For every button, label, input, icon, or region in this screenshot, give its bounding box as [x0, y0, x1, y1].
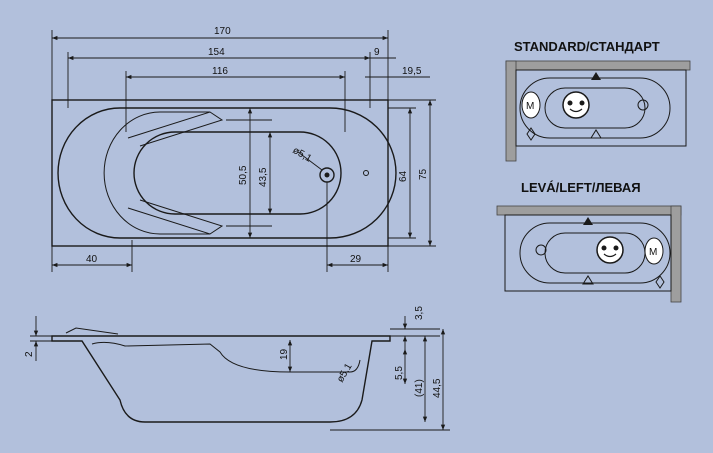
dim-depth-step: 19 — [279, 348, 290, 360]
tub-bottom — [133, 131, 342, 215]
dim-bottom-length: 116 — [212, 66, 228, 77]
standard-arrow-top-icon — [591, 72, 601, 80]
dim-inner-length: 154 — [208, 47, 225, 58]
top-view: 170 154 9 116 19,5 50,5 43,5 ø5,1 64 75 … — [51, 26, 436, 272]
dim-inner-width: 50,5 — [238, 165, 249, 185]
dim-bottom-width: 43,5 — [258, 167, 269, 187]
dim-rim: 2 — [24, 351, 35, 357]
dim-overflow-diameter: ø5,1 — [335, 361, 355, 384]
tub-profile-inner — [91, 341, 361, 373]
overflow-icon — [363, 170, 369, 176]
standard-wall-top — [505, 60, 691, 71]
left-headrest-icon — [644, 237, 664, 265]
dim-drain-offset: 19,5 — [402, 66, 422, 77]
standard-tub-bottom — [544, 87, 646, 129]
standard-headrest-icon — [521, 91, 541, 119]
dim-overall-width: 75 — [418, 168, 429, 180]
dim-inner-width-total: 64 — [398, 170, 409, 182]
side-view: 19 ø5,1 2 3,5 5,5 (41) 44,5 — [24, 306, 450, 431]
standard-corner-icon — [526, 127, 536, 141]
dim-right-offset: 29 — [350, 254, 362, 265]
standard-drain-icon — [637, 99, 649, 111]
tub-backrest — [103, 111, 210, 235]
left-title: LEVÁ/LEFT/ЛЕВАЯ — [521, 180, 641, 195]
drain-center-icon — [324, 172, 330, 178]
standard-arrow-bottom-icon — [590, 129, 602, 139]
armrest-bottom — [127, 199, 224, 235]
left-corner-icon — [655, 275, 665, 289]
tub-profile-backrest — [65, 327, 119, 335]
left-wall-right — [670, 205, 682, 303]
dim-left-offset: 40 — [86, 254, 98, 265]
left-wall-top — [496, 205, 682, 216]
dim-drain-diameter: ø5,1 — [291, 145, 314, 165]
standard-wall-left — [505, 60, 517, 162]
left-tub-inner — [519, 222, 671, 284]
left-arrow-bottom-icon — [582, 275, 594, 285]
dim-inner-depth: (41) — [414, 379, 425, 397]
left-marker: M — [649, 247, 657, 258]
dim-total-height: 44,5 — [432, 378, 443, 398]
left-drain-icon — [535, 244, 547, 256]
left-tub-bottom — [544, 232, 646, 274]
dim-top-rim: 3,5 — [414, 306, 425, 320]
standard-marker: M — [526, 101, 534, 112]
dim-end-offset: 9 — [374, 47, 380, 58]
standard-variant: STANDARD/СТАНДАРТ M — [505, 39, 691, 162]
tub-inner-rim — [57, 107, 397, 239]
dim-overall-length: 170 — [214, 26, 231, 37]
standard-faucet-icon — [562, 91, 590, 119]
standard-title: STANDARD/СТАНДАРТ — [514, 39, 660, 54]
left-arrow-top-icon — [583, 217, 593, 225]
left-faucet-icon — [596, 236, 624, 264]
armrest-top — [127, 111, 224, 147]
left-tub-outline — [504, 214, 672, 292]
standard-tub-outline — [515, 69, 687, 147]
tub-outline — [51, 99, 389, 247]
dim-overflow-height: 5,5 — [394, 366, 405, 380]
tub-profile-outer — [51, 335, 391, 423]
left-variant: LEVÁ/LEFT/ЛЕВАЯ M — [496, 180, 682, 303]
